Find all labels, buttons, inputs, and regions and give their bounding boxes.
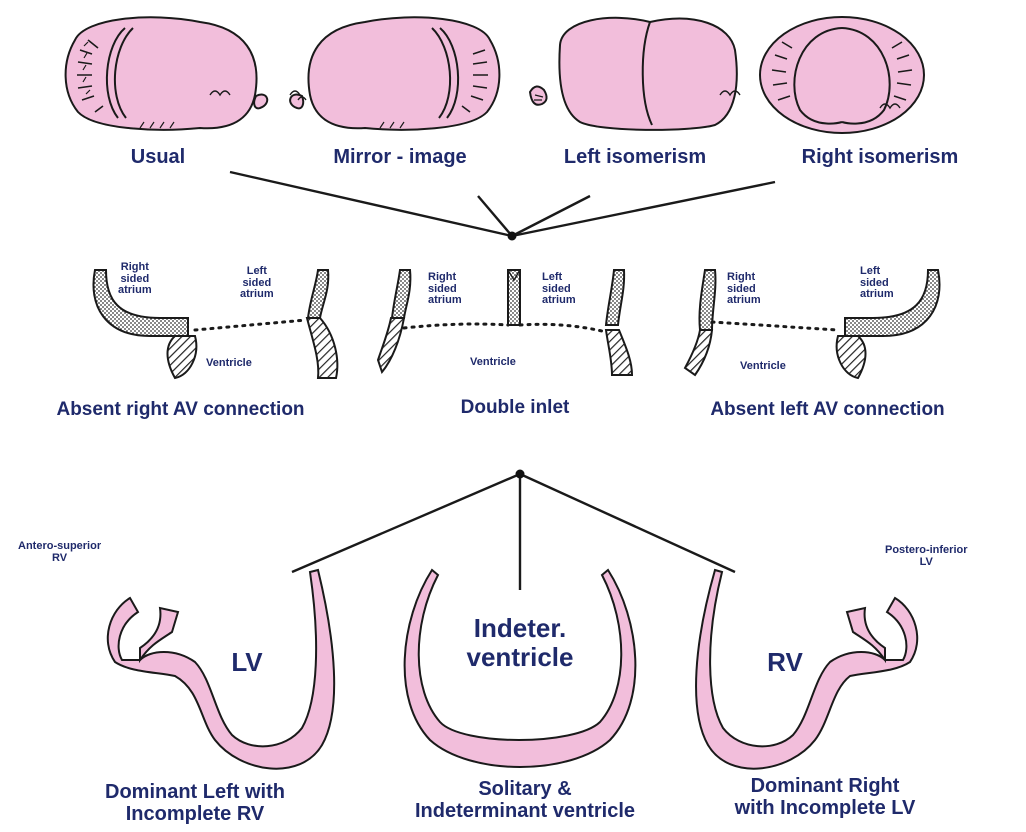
label-left-sided-atrium-a: Left sided atrium [240, 266, 274, 301]
heart-usual [66, 17, 268, 129]
caption-dominant-right: Dominant Right with Incomplete LV [695, 775, 955, 820]
label-right-sided-atrium-b: Right sided atrium [428, 272, 462, 307]
label-right-sided-atrium-c: Right sided atrium [727, 272, 761, 307]
label-ventricle-c: Ventricle [740, 361, 786, 373]
connector-lines-top [230, 172, 775, 236]
connector-lines-bottom [292, 474, 735, 590]
panel-absent-left [685, 270, 940, 378]
label-ventricle-a: Ventricle [206, 358, 252, 370]
label-indeter-ventricle: Indeter. ventricle [430, 614, 610, 672]
junction-node-bottom [516, 470, 525, 479]
label-rv: RV [750, 648, 820, 677]
label-right-sided-atrium-a: Right sided atrium [118, 262, 152, 297]
label-left-sided-atrium-c: Left sided atrium [860, 266, 894, 301]
junction-node-top [508, 232, 517, 241]
caption-solitary: Solitary & Indeterminant ventricle [385, 778, 665, 823]
label-ventricle-b: Ventricle [470, 357, 516, 369]
label-left-isomerism: Left isomerism [530, 146, 740, 168]
label-right-isomerism: Right isomerism [765, 146, 995, 168]
caption-absent-left: Absent left AV connection [655, 399, 1000, 420]
label-postero-inferior-lv: Postero-inferior LV [885, 544, 968, 568]
label-usual: Usual [98, 146, 218, 168]
label-antero-superior-rv: Antero-superior RV [18, 540, 101, 564]
label-mirror-image: Mirror - image [305, 146, 495, 168]
label-lv: LV [212, 648, 282, 677]
label-left-sided-atrium-b: Left sided atrium [542, 272, 576, 307]
caption-dominant-left: Dominant Left with Incomplete RV [60, 781, 330, 826]
caption-absent-right: Absent right AV connection [8, 399, 353, 420]
heart-left-isomerism [530, 18, 740, 130]
heart-mirror-image [290, 17, 499, 129]
caption-double-inlet: Double inlet [405, 397, 625, 418]
heart-right-isomerism [760, 17, 924, 133]
